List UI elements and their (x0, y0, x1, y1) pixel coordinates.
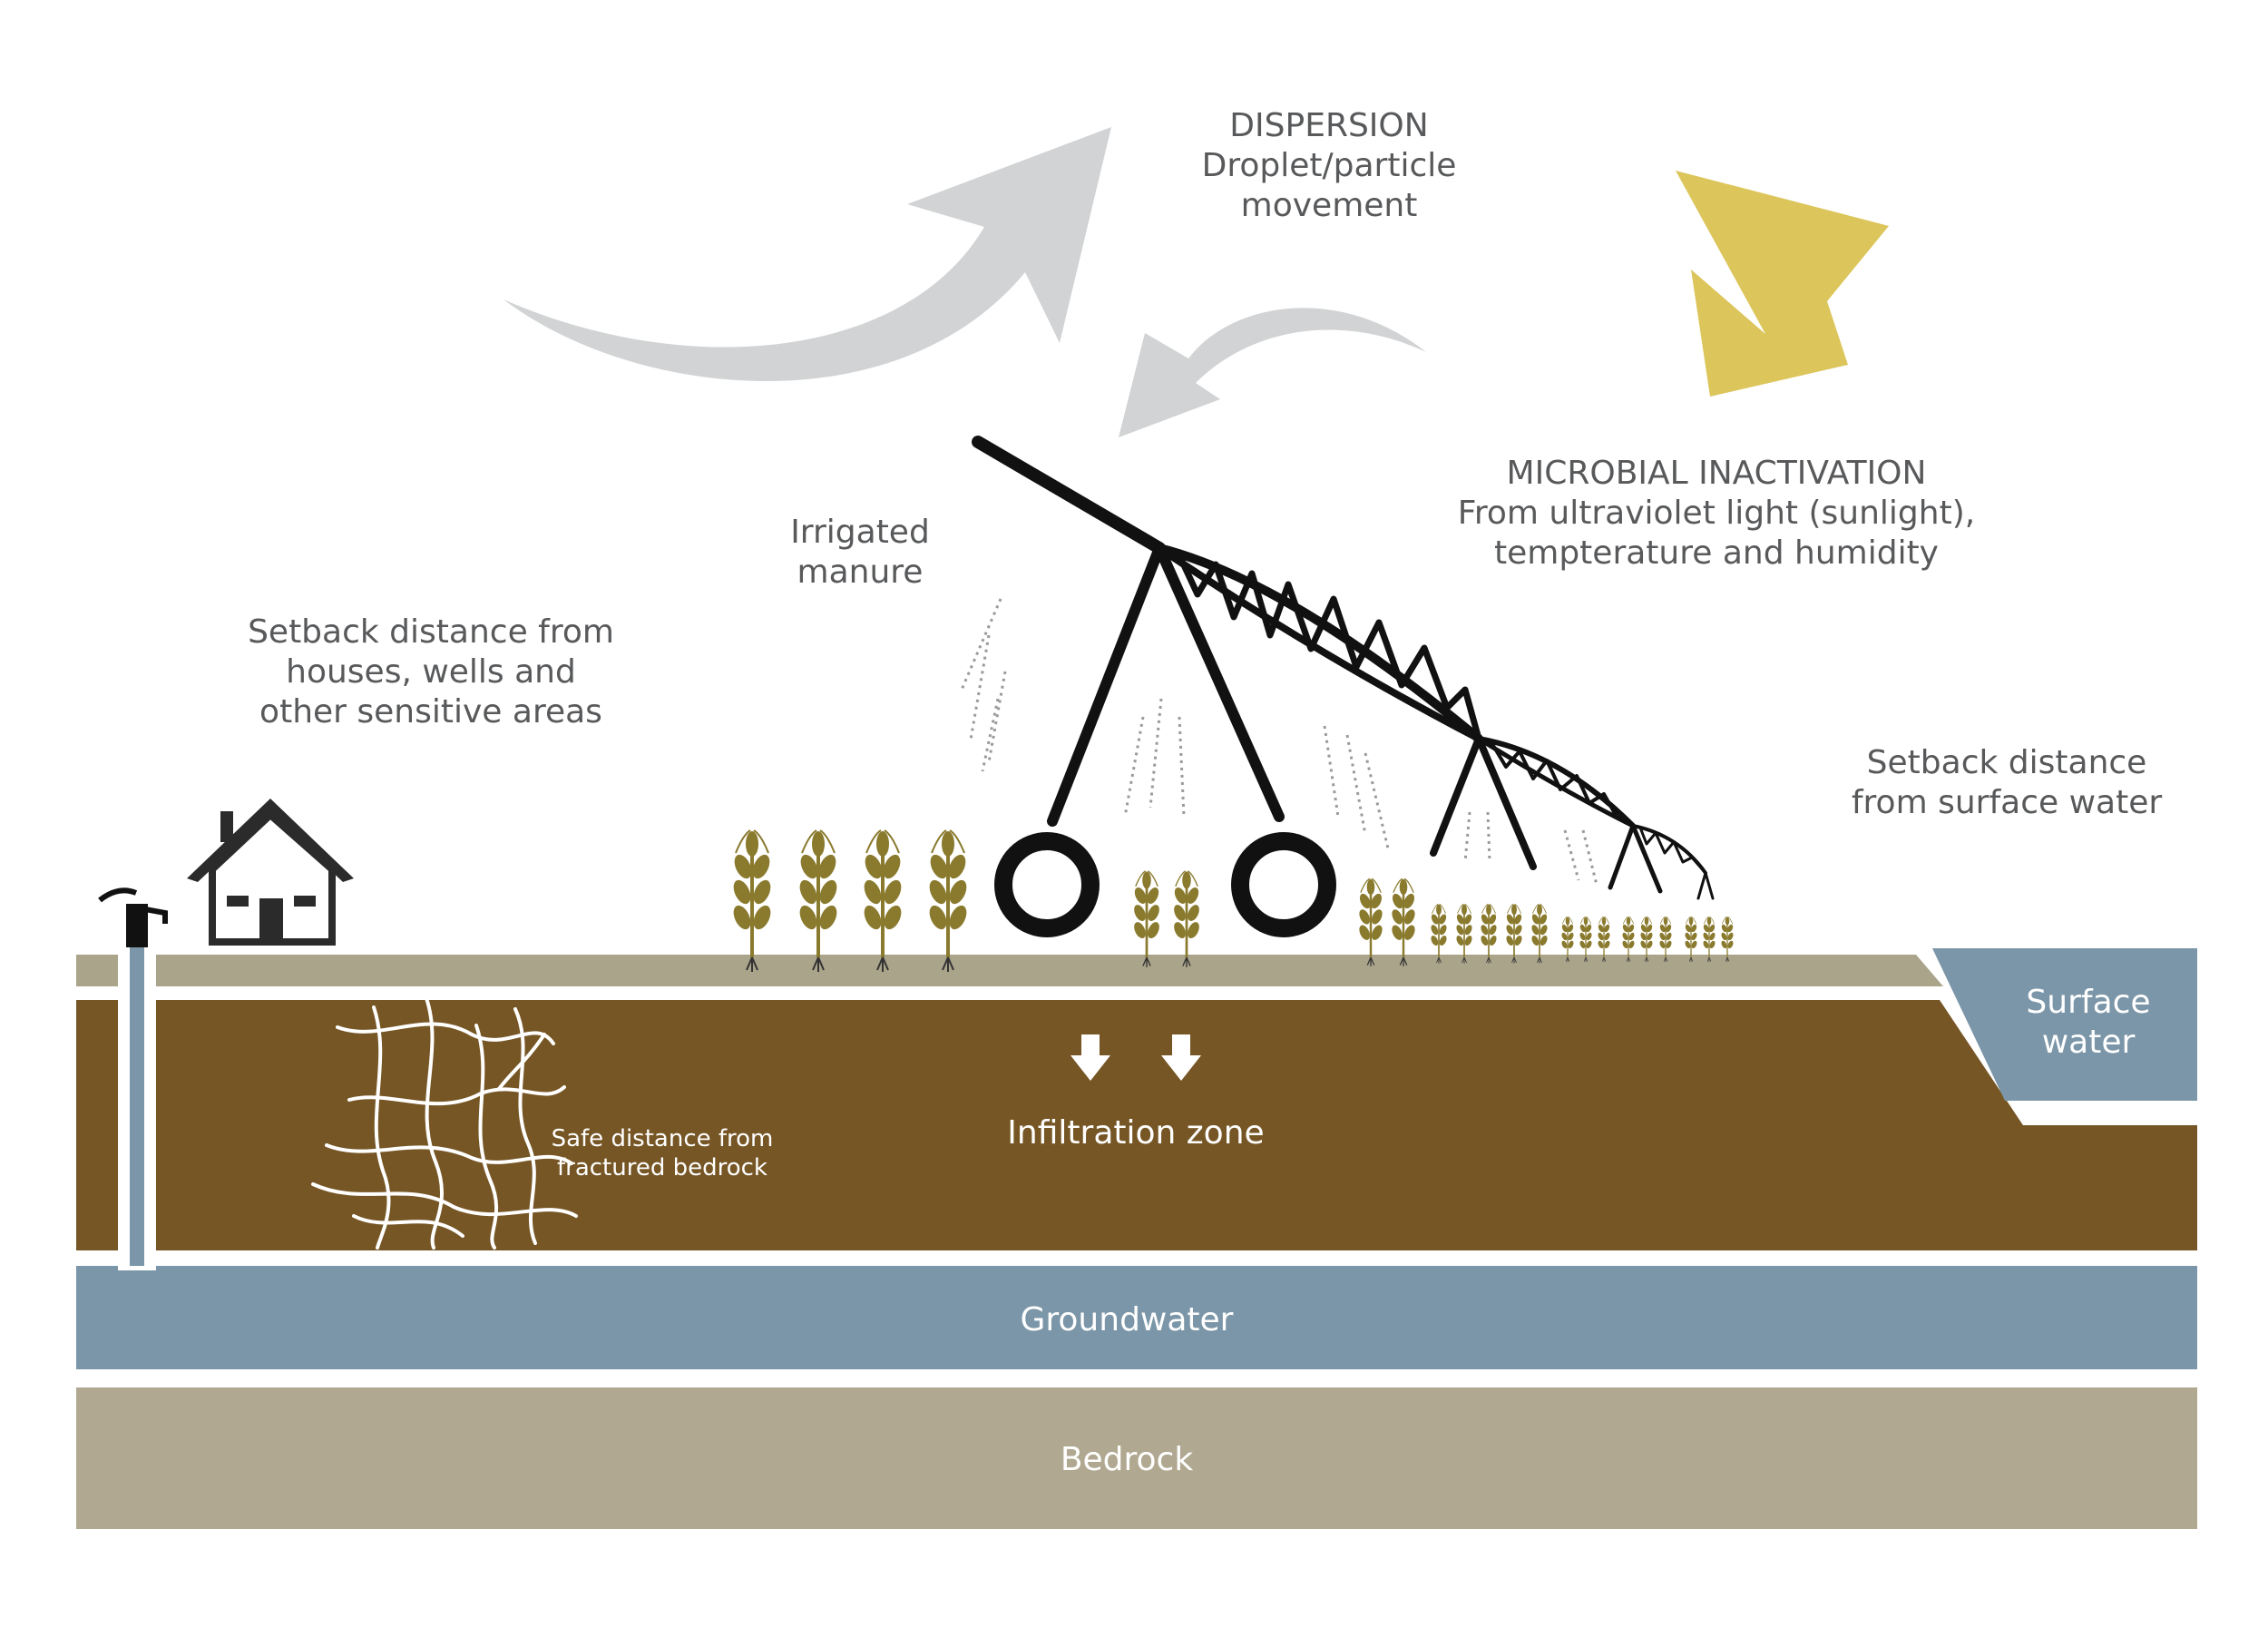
dispersion-line1: Droplet/particle (1202, 147, 1457, 184)
crop-plant-icon (1504, 903, 1524, 965)
down-arrow-icon (1070, 1034, 1201, 1081)
crop-plant-icon (1130, 869, 1163, 969)
microbial-title: MICROBIAL INACTIVATION (1507, 455, 1927, 492)
fractured-bedrock-label: Safe distance from fractured bedrock (552, 1125, 774, 1181)
setback-houses-label: Setback distance from houses, wells and … (248, 613, 614, 730)
bedrock-label: Bedrock (1061, 1441, 1194, 1478)
infiltration-soil-layer (76, 1000, 2197, 1250)
setback-houses-line2: houses, wells and (286, 653, 576, 691)
microbial-inactivation-label: MICROBIAL INACTIVATION From ultraviolet … (1458, 455, 1975, 572)
setback-houses-line1: Setback distance from (248, 613, 614, 651)
bedrock-layer (76, 1387, 2197, 1529)
irrigated-line2: manure (797, 554, 924, 591)
crop-plant-icon (1355, 877, 1386, 968)
crop-plant-icon (794, 828, 843, 974)
microbial-line2: tempterature and humidity (1494, 534, 1939, 572)
crop-plant-icon (1170, 869, 1203, 969)
ground-layers (76, 948, 2197, 1529)
groundwater-label: Groundwater (1021, 1301, 1234, 1338)
setback-water-label: Setback distance from surface water (1852, 744, 2162, 821)
irrigated-manure-label: Irrigated manure (790, 514, 930, 591)
crop-plant-icon (1388, 877, 1419, 968)
surface-water-line1: Surface (2026, 984, 2150, 1021)
fracture-lines-icon (311, 996, 578, 1250)
dispersion-line2: movement (1241, 187, 1418, 224)
small-curved-arrow-icon (1119, 308, 1426, 437)
large-curved-arrow-icon (503, 127, 1111, 381)
crop-plant-icon (1454, 903, 1474, 965)
dispersion-arrows (503, 127, 1426, 437)
water-pump-icon (98, 887, 168, 1270)
center-pivot-irrigator-icon (972, 436, 1715, 937)
surface-water-body (1932, 948, 2197, 1101)
crop-plant-icon (1479, 903, 1499, 965)
dispersion-label: DISPERSION Droplet/particle movement (1202, 107, 1457, 224)
topsoil-layer (76, 955, 1943, 986)
fractured-line2: fractured bedrock (557, 1154, 767, 1181)
setback-houses-line3: other sensitive areas (259, 693, 602, 730)
crop-plant-icon (924, 828, 973, 974)
sunlight-arrow-icon (1676, 171, 1889, 397)
spray-droplets (960, 598, 1598, 886)
setback-water-line2: from surface water (1852, 784, 2162, 821)
wheel-icon (1231, 832, 1336, 937)
irrigated-line1: Irrigated (790, 514, 930, 551)
infiltration-zone-label: Infiltration zone (1007, 1114, 1264, 1152)
crop-plant-icon (858, 828, 907, 974)
microbial-line1: From ultraviolet light (sunlight), (1458, 495, 1975, 532)
setback-water-line1: Setback distance (1867, 744, 2147, 781)
house-icon (187, 799, 354, 946)
surface-water-label: Surface water (2026, 984, 2150, 1061)
crop-plant-icon (728, 828, 777, 974)
crop-plant-icon (1429, 903, 1449, 965)
groundwater-layer (76, 1266, 2197, 1369)
crop-plant-icon (1530, 903, 1549, 965)
wheel-icon (994, 832, 1100, 937)
dispersion-title: DISPERSION (1229, 107, 1428, 144)
fractured-line1: Safe distance from (552, 1125, 774, 1152)
surface-water-line2: water (2042, 1024, 2136, 1061)
crop-rows (728, 828, 1735, 974)
